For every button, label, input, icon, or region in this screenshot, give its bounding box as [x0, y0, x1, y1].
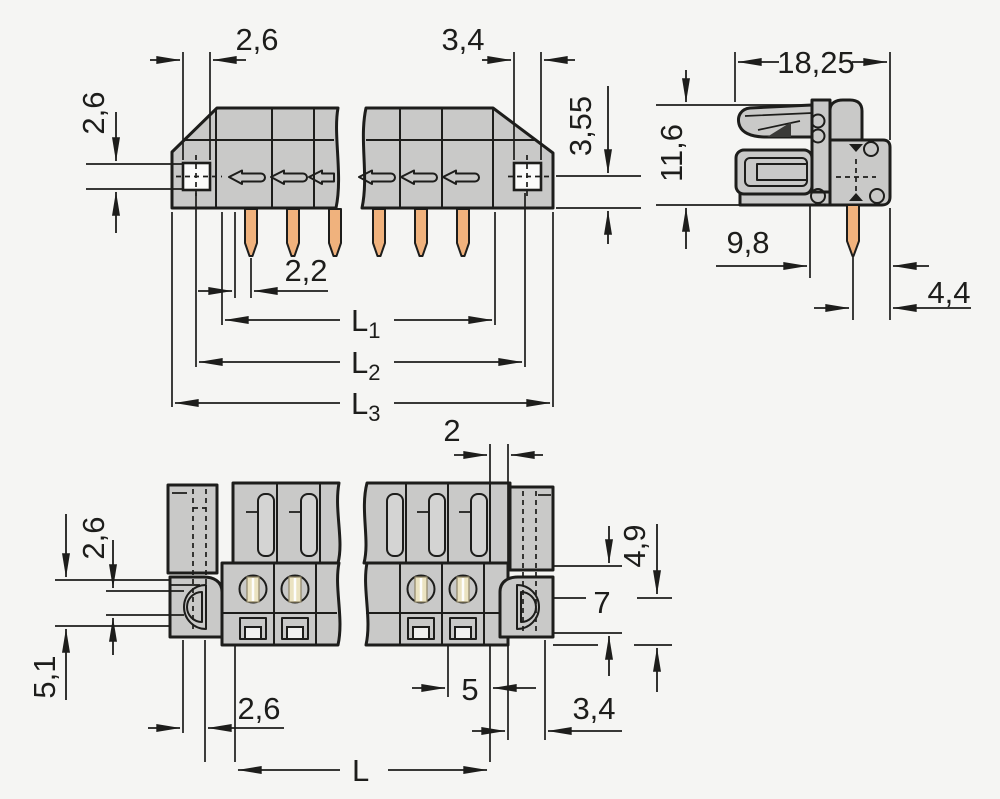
pin — [244, 208, 258, 257]
bottom-dimension-arrows — [62, 451, 661, 774]
front-internal-lines — [184, 108, 536, 208]
bottom-band-lines — [222, 563, 508, 645]
dim-front-flange-width: 2,6 — [235, 22, 278, 57]
bottom-left-screw-recess — [183, 584, 207, 630]
front-extension-lines — [86, 52, 641, 407]
side-extension-lines — [656, 52, 891, 320]
side-centerlines — [836, 159, 876, 196]
front-contact-openings — [228, 169, 480, 185]
dim-front-flange-height: 2,6 — [76, 91, 111, 134]
bottom-contact-holes — [238, 574, 478, 604]
side-wire-body — [734, 148, 814, 196]
dim-front-contact-height: 3,55 — [563, 96, 598, 156]
side-latch-notch — [767, 122, 791, 137]
pin — [286, 208, 300, 257]
dim-bottom-length: L — [352, 753, 369, 788]
dim-front-l2: L2 — [351, 345, 381, 385]
front-body-right — [360, 106, 555, 210]
side-hood — [828, 98, 864, 142]
dim-bottom-slot-width: 2 — [443, 413, 460, 448]
bottom-view: 2 2,6 5,1 4,9 7 2,6 5 3,4 L — [27, 413, 672, 788]
dim-side-height: 11,6 — [654, 124, 689, 182]
dim-bottom-left-upper: 2,6 — [76, 516, 111, 559]
bottom-right-screw-recess — [516, 584, 540, 630]
front-centerlines — [176, 155, 549, 198]
bottom-latch-slots — [246, 493, 488, 557]
bottom-right-flange-foot — [498, 575, 555, 639]
dim-front-l3: L3 — [351, 386, 381, 426]
dim-side-pin-edge: 4,4 — [927, 275, 970, 310]
side-rivet-holes — [810, 113, 885, 204]
bottom-left-flange-foot — [168, 575, 224, 639]
pin — [372, 208, 386, 257]
side-dimension-arrows — [682, 58, 971, 312]
front-dimension-arrows — [112, 56, 612, 407]
pin — [328, 208, 342, 257]
bottom-upper-dividers — [276, 483, 491, 563]
dim-front-pin-offset: 2,2 — [284, 253, 327, 288]
pin — [456, 208, 470, 257]
dim-bottom-right-recess: 4,9 — [617, 524, 652, 567]
bottom-square-openings — [239, 617, 477, 640]
side-right-block — [828, 138, 892, 207]
dim-bottom-left-lower: 5,1 — [27, 655, 62, 698]
bottom-right-flange — [508, 485, 555, 572]
dim-bottom-right-depth: 7 — [593, 585, 610, 620]
dim-front-l1: L1 — [351, 303, 381, 343]
pin — [414, 208, 428, 257]
dim-bottom-pitch: 5 — [461, 672, 478, 707]
dim-bottom-end-width: 3,4 — [572, 691, 615, 726]
front-solder-pins — [244, 208, 470, 257]
side-solder-pin — [846, 204, 860, 257]
dim-front-end-width: 3,4 — [441, 22, 484, 57]
dim-side-pin-position: 9,8 — [726, 225, 769, 260]
bottom-upper-row-left — [231, 481, 342, 565]
side-view: 18,25 11,6 9,8 4,4 — [654, 45, 971, 320]
dim-bottom-edge-offset: 2,6 — [237, 691, 280, 726]
front-view: 2,6 3,4 3,55 2,6 2,2 L1 L2 L3 — [76, 22, 641, 426]
bottom-band-right — [364, 561, 510, 647]
front-body-left — [170, 106, 341, 210]
dim-side-width: 18,25 — [777, 45, 855, 80]
